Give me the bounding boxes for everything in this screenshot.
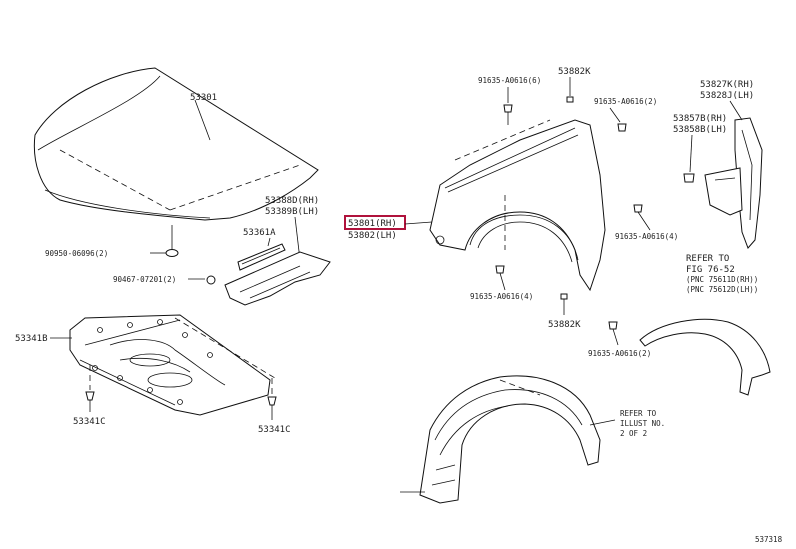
label-seal-53857b: 53857B(RH)	[673, 114, 727, 124]
hood-part[interactable]	[33, 67, 319, 221]
leader-bolt-bottom-mid	[499, 272, 506, 291]
label-seal-53858b: 53858B(LH)	[673, 125, 727, 135]
label-53882k-top: 53882K	[558, 67, 591, 77]
fender-liner-part[interactable]	[419, 375, 601, 504]
label-clip-90950: 90950-06096(2)	[45, 249, 108, 258]
label-fender-rh[interactable]: 53801(RH)	[348, 219, 397, 229]
label-bolt-bottom-mid: 91635-A0616(4)	[470, 292, 533, 301]
leader-seal-53361	[267, 237, 271, 247]
clip-icon[interactable]	[566, 96, 574, 103]
label-cover-53341b: 53341B	[15, 334, 48, 344]
label-hood: 53301	[190, 93, 217, 103]
leader-hood	[194, 99, 211, 141]
hood-seal-part[interactable]	[224, 243, 331, 306]
leader-liner-right	[589, 419, 616, 426]
wheel-arch-molding-part[interactable]	[639, 318, 771, 396]
label-bolt-top-right: 91635-A0616(2)	[594, 97, 657, 106]
label-hood-seal-lh: 53389B(LH)	[265, 207, 319, 217]
label-refer-fig[interactable]: FIG 76-52	[686, 265, 735, 275]
label-refer-title[interactable]: REFER TO	[686, 254, 729, 264]
label-clip-53341c-right: 53341C	[258, 425, 291, 435]
highlight-box	[344, 215, 406, 230]
bolt-icon[interactable]	[617, 123, 627, 132]
label-refer-pnc-rh: (PNC 75611D(RH))	[686, 275, 758, 284]
front-fender-part[interactable]	[429, 119, 606, 292]
label-refer-pnc-lh: (PNC 75612D(LH))	[686, 285, 758, 294]
label-bracket-lh: 53828J(LH)	[700, 91, 754, 101]
bolt-icon[interactable]	[495, 265, 505, 274]
label-refer-liner-1[interactable]: REFER TO	[620, 409, 657, 418]
label-refer-liner-3: 2 OF 2	[620, 429, 647, 438]
fender-bracket-part[interactable]	[704, 117, 763, 249]
label-seal-53361: 53361A	[243, 228, 276, 238]
engine-under-cover-part[interactable]	[69, 314, 271, 416]
clip-icon[interactable]	[267, 396, 277, 406]
label-clip-53341c-left: 53341C	[73, 417, 106, 427]
label-bracket-rh: 53827K(RH)	[700, 80, 754, 90]
label-bolt-right-mid: 91635-A0616(4)	[615, 232, 678, 241]
leader-seal-53857b	[689, 134, 693, 173]
label-refer-liner-2[interactable]: ILLUST NO.	[620, 419, 665, 428]
clip-icon[interactable]	[560, 293, 568, 300]
leader-bolt-top-right	[609, 107, 621, 123]
leader-bracket	[729, 100, 743, 121]
clip-icon[interactable]	[85, 391, 95, 401]
label-hood-seal-rh: 53388D(RH)	[265, 196, 319, 206]
bolt-icon[interactable]	[503, 104, 513, 113]
label-53882k-bottom: 53882K	[548, 320, 581, 330]
clip-icon[interactable]	[165, 249, 179, 257]
leader-bolt-bottom-right	[612, 328, 619, 346]
bolt-icon[interactable]	[206, 275, 216, 285]
clip-icon[interactable]	[683, 173, 695, 183]
label-bolt-bottom-right: 91635-A0616(2)	[588, 349, 651, 358]
label-bolt-top-left: 91635-A0616(6)	[478, 76, 541, 85]
leader-fender	[404, 221, 433, 225]
diagram-id: 537318	[755, 535, 783, 544]
label-clip-90467: 90467-07201(2)	[113, 275, 176, 284]
bolt-icon[interactable]	[633, 204, 643, 213]
dashed-fender-top	[454, 119, 551, 161]
bolt-icon[interactable]	[608, 321, 618, 330]
label-fender-lh: 53802(LH)	[348, 231, 397, 241]
leader-bolt-right-mid	[637, 211, 651, 231]
